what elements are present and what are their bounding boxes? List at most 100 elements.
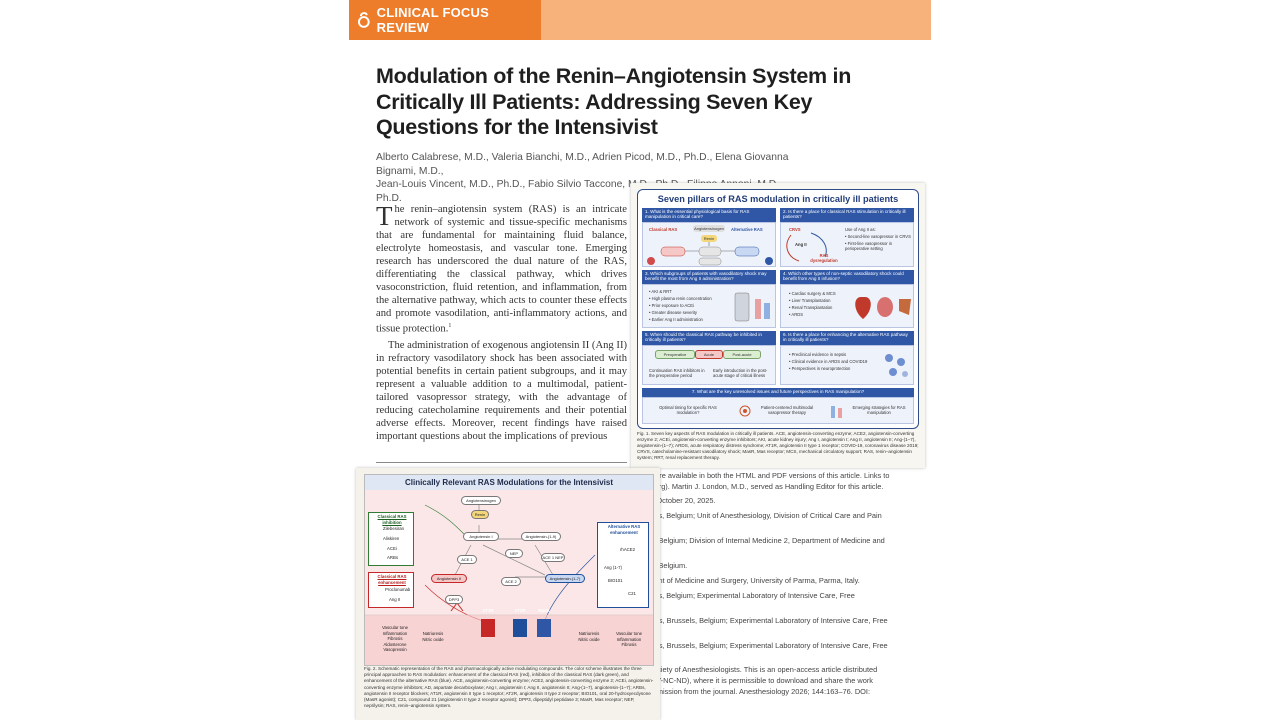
q7-item: Patient-centered multimodal vasopressor … bbox=[760, 405, 814, 416]
question-2-box: CRVS Ang II RAS dysregulation Use of Ang… bbox=[780, 222, 914, 267]
enhancement-title: Classical RAS enhancement bbox=[377, 574, 407, 585]
ace2-node: ACE 2 bbox=[501, 577, 521, 586]
question-5-box: Preoperative Acute Post-acute Continuati… bbox=[642, 345, 776, 385]
question-4: 4. Which other types of non-septic vasod… bbox=[780, 270, 914, 284]
inhibitor-item: Zilebesiran bbox=[383, 526, 405, 531]
note-line: of Brussels, Brussels, Belgium; Experime… bbox=[626, 616, 888, 625]
note-line: s, Brussels, Belgium; Unit of Anesthesio… bbox=[626, 511, 882, 520]
inhibitor-item: ACEi bbox=[387, 546, 397, 551]
inhibition-box: Classical RAS inhibition Zilebesiran Ali… bbox=[368, 512, 414, 566]
q4-item: • Cardiac surgery & MCS bbox=[789, 291, 836, 296]
figure-2[interactable]: Clinically Relevant RAS Modulations for … bbox=[356, 468, 660, 720]
ang2-label: Ang II bbox=[795, 242, 807, 247]
at1r-label: AT1R bbox=[482, 608, 494, 613]
note-line: esiology.org). Martin J. London, M.D., s… bbox=[626, 482, 884, 491]
note-line: Brussels, Belgium; Division of Internal … bbox=[626, 536, 885, 545]
figure-1[interactable]: Seven pillars of RAS modulation in criti… bbox=[631, 183, 925, 468]
q4-item: • ARDS bbox=[789, 312, 804, 317]
question-6-box: • Preclinical evidence in sepsis • Clini… bbox=[780, 345, 914, 385]
ace1-nep-node: ACE 1 NEP bbox=[541, 553, 565, 562]
q3-item: • AKI & RRT bbox=[649, 289, 672, 294]
enhancer-item: Ang II bbox=[389, 597, 401, 602]
use-title: Use of Ang II as: bbox=[845, 227, 876, 232]
alt-item: Ang (1-7) bbox=[604, 565, 622, 570]
use-item-2: • First-line vasopressor in perioperativ… bbox=[845, 241, 893, 252]
paragraph-1-text: he renin–angiotensin system (RAS) is an … bbox=[376, 204, 627, 335]
note-line: 4.0 (CCBY-NC-ND), where it is permissibl… bbox=[626, 676, 874, 685]
alternative-ras-label: Alternative RAS bbox=[731, 227, 763, 232]
note-line: of Brussels, Brussels, Belgium; Experime… bbox=[626, 641, 888, 650]
q4-item: • Liver Transplantation bbox=[789, 298, 831, 303]
phase-acute: Acute bbox=[695, 350, 723, 359]
question-7-box: Optimal timing for specific RAS modulati… bbox=[642, 397, 914, 424]
footnote-divider bbox=[376, 462, 627, 463]
note-line: erican Society of Anesthesiologists. Thi… bbox=[626, 665, 878, 674]
journal-banner: CLINICAL FOCUS REVIEW bbox=[349, 0, 931, 40]
article-title: Modulation of the Renin–Angiotensin Syst… bbox=[376, 64, 852, 139]
angiotensin-1-node: Angiotensin I bbox=[463, 532, 499, 541]
q3-item: • High plasma renin concentration bbox=[649, 296, 712, 301]
question-5: 5. When should the classical RAS pathway… bbox=[642, 331, 776, 345]
question-4-box: • Cardiac surgery & MCS • Liver Transpla… bbox=[780, 284, 914, 328]
angiotensin-1-7-node: Angiotensin-(1-7) bbox=[545, 574, 585, 583]
dialysis-icon bbox=[734, 292, 770, 322]
angiotensinogen-node: Angiotensinogen bbox=[461, 496, 501, 505]
ras-dysregulation-label: RAS dysregulation bbox=[810, 253, 838, 264]
q6-item: • Preclinical evidence in sepsis bbox=[789, 352, 847, 357]
figure-1-caption: Fig. 1. Seven key aspects of RAS modulat… bbox=[637, 431, 919, 460]
paragraph-2: The administration of exogenous angioten… bbox=[376, 340, 627, 443]
q3-item: • Greater disease severity bbox=[649, 310, 698, 315]
note-line: ithout permission from the journal. Anes… bbox=[626, 687, 871, 696]
vials-icon bbox=[831, 406, 842, 418]
figure-1-title: Seven pillars of RAS modulation in criti… bbox=[657, 194, 899, 204]
note-line: s, Brussels, Belgium; Experimental Labor… bbox=[626, 591, 855, 600]
inhibition-title: Classical RAS inhibition bbox=[377, 514, 407, 525]
ras-pathway-diagram bbox=[365, 502, 653, 665]
q5-left-text: Continuation RAS inhibitors in the preop… bbox=[649, 368, 705, 379]
q3-item: • Prior exposure to ACEi bbox=[649, 303, 695, 308]
figure-2-panel: Clinically Relevant RAS Modulations for … bbox=[364, 474, 654, 666]
question-1: 1. What is the essential physiological b… bbox=[642, 208, 776, 222]
q3-item: • Earlier Ang II administration bbox=[649, 317, 703, 322]
at2r-label: AT2R bbox=[514, 608, 526, 613]
angiotensin-2-node: Angiotensin II bbox=[431, 574, 467, 583]
figure-2-caption: Fig. 2. Schematic representation of the … bbox=[364, 666, 654, 709]
nep-node: NEP bbox=[505, 549, 523, 558]
alternative-box: Alternative RAS enhancement rhACE2 Ang (… bbox=[597, 522, 649, 608]
q7-item: Optimal timing for specific RAS modulati… bbox=[659, 405, 717, 416]
angiotensinogen-node: Angiotensinogen bbox=[693, 225, 725, 232]
q7-item: Emerging strategies for RAS manipulation bbox=[852, 405, 906, 416]
question-3-box: • AKI & RRT • High plasma renin concentr… bbox=[642, 284, 776, 328]
molecule-icon bbox=[885, 354, 908, 377]
drop-cap: T bbox=[376, 201, 393, 231]
renin-node: Renin bbox=[701, 235, 717, 242]
note-line: thor and are available in both the HTML … bbox=[626, 471, 890, 480]
inhibitor-item: Aliskiren bbox=[383, 536, 400, 541]
alt-item: C21 bbox=[628, 591, 636, 596]
question-2: 2. Is there a place for classical RAS st… bbox=[780, 208, 914, 222]
ace1-node: ACE 1 bbox=[457, 555, 477, 564]
alternative-title: Alternative RAS enhancement bbox=[607, 524, 641, 535]
alt-item: rhACE2 bbox=[620, 547, 636, 552]
note-line: e first on October 20, 2025. bbox=[626, 496, 716, 505]
reference-1[interactable]: 1 bbox=[448, 323, 452, 330]
masr-label: MasR bbox=[538, 608, 550, 613]
figure-1-panel: Seven pillars of RAS modulation in criti… bbox=[637, 189, 919, 429]
target-icon bbox=[739, 405, 751, 417]
q4-item: • Renal Transplantation bbox=[789, 305, 833, 310]
question-3: 3. Which subgroups of patients with vaso… bbox=[642, 270, 776, 284]
q5-right-text: Early introduction in the post-acute sta… bbox=[713, 368, 768, 379]
author-list: Alberto Calabrese, M.D., Valeria Bianchi… bbox=[376, 151, 806, 205]
figure-2-title: Clinically Relevant RAS Modulations for … bbox=[365, 475, 653, 490]
note-line: Department of Medicine and Surgery, Univ… bbox=[626, 576, 860, 585]
phase-preoperative: Preoperative bbox=[655, 350, 695, 359]
phase-post-acute: Post-acute bbox=[723, 350, 761, 359]
authors-line-1: Alberto Calabrese, M.D., Valeria Bianchi… bbox=[376, 152, 789, 177]
journal-logo-icon bbox=[357, 12, 370, 28]
